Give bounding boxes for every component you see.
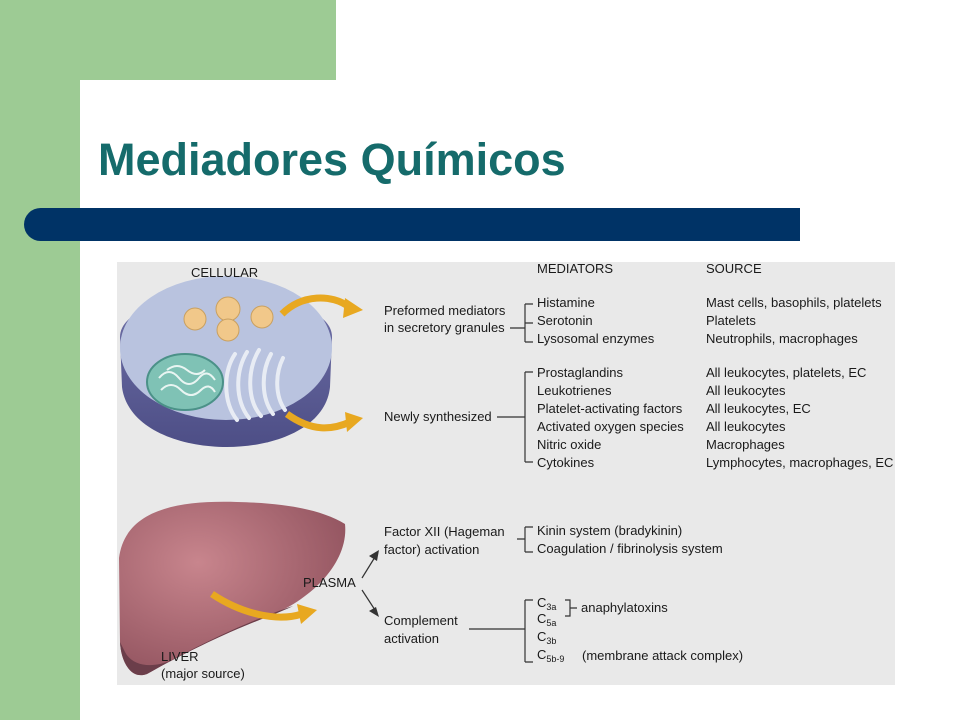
source-item: Neutrophils, macrophages [706,331,858,346]
mediator-item: Prostaglandins [537,365,623,380]
cellular-label: CELLULAR [191,265,259,280]
liver-note: (major source) [161,666,245,681]
mediators-figure: CELLULAR MEDIATORS SOURCE Preformed medi… [117,262,895,685]
source-item: All leukocytes, platelets, EC [706,365,867,380]
factor12-label-line2: factor) activation [384,542,480,557]
mediators-header: MEDIATORS [537,262,614,276]
mediator-item: Lysosomal enzymes [537,331,655,346]
source-item: Lymphocytes, macrophages, EC [706,455,894,470]
top-accent-bar [0,0,336,80]
flow-arrows [210,294,352,621]
left-accent-bar [0,0,80,720]
complement-item: C5b-9 [537,647,565,664]
mediator-item: Nitric oxide [537,437,602,452]
source-item: Macrophages [706,437,785,452]
source-header: SOURCE [706,262,762,276]
complement-item: C3a [537,595,557,612]
factor12-item: Kinin system (bradykinin) [537,523,683,538]
content-corner [80,80,160,160]
mediator-item: Activated oxygen species [537,419,684,434]
cell-illustration [120,276,332,447]
preformed-label-line1: Preformed mediators [384,303,506,318]
mediator-item: Cytokines [537,455,595,470]
source-item: Platelets [706,313,756,328]
complement-item: C3b [537,629,557,646]
mediator-item: Leukotrienes [537,383,612,398]
source-item: All leukocytes [706,383,786,398]
plasma-arrowheads [369,550,379,617]
title-underline-bar [24,208,800,241]
factor12-label-line1: Factor XII (Hageman [384,524,505,539]
plasma-label: PLASMA [303,575,356,590]
synthesized-label: Newly synthesized [384,409,492,424]
factor12-item: Coagulation / fibrinolysis system [537,541,723,556]
source-item: All leukocytes, EC [706,401,811,416]
source-item: All leukocytes [706,419,786,434]
complement-item: C5a [537,611,557,628]
liver-label: LIVER [161,649,199,664]
source-item: Mast cells, basophils, platelets [706,295,882,310]
liver-illustration [119,501,346,676]
mac-label: (membrane attack complex) [582,648,744,663]
mediator-item: Histamine [537,295,595,310]
preformed-label-line2: in secretory granules [384,320,505,335]
anaphylatoxins-label: anaphylatoxins [581,600,668,615]
secretory-granules [183,296,274,342]
complement-label-line2: activation [384,631,439,646]
mediator-item: Serotonin [537,313,593,328]
arrow-heads [297,298,363,624]
connector-lines [361,303,577,663]
complement-label-line1: Complement [384,613,458,628]
mediator-item: Platelet-activating factors [537,401,683,416]
slide-title: Mediadores Químicos [98,134,566,185]
figure-drawing [119,276,577,676]
